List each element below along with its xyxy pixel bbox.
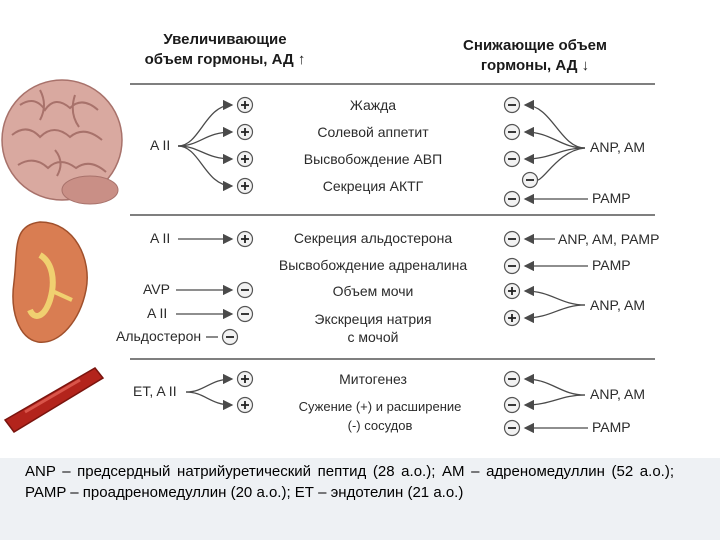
hormone-diagram: Жажда Солевой аппетит Высвобождение АВП … <box>1 79 659 437</box>
plus-icon <box>236 150 254 168</box>
separators <box>130 83 655 360</box>
center-label: (-) сосудов <box>348 418 413 433</box>
header-decrease: Снижающие объем гормоны, АД ↓ <box>425 36 645 76</box>
branch-line <box>523 304 586 324</box>
branch-line <box>523 285 586 306</box>
plus-icon <box>236 370 254 388</box>
branch-line <box>523 147 586 165</box>
right-label: ANP, AM <box>590 297 645 313</box>
right-label: PAMP <box>592 190 631 206</box>
minus-icon <box>503 257 521 275</box>
minus-icon <box>236 305 254 323</box>
left-labels: A II A II AVP A II Альдостерон ET, A II <box>116 137 201 399</box>
right-label: PAMP <box>592 257 631 273</box>
branch-line <box>177 126 234 147</box>
left-label: ET, A II <box>133 383 177 399</box>
branch-line <box>523 126 586 149</box>
minus-icon <box>221 328 239 346</box>
branch-line <box>523 373 586 396</box>
kidney-illustration <box>12 221 88 343</box>
left-label: A II <box>150 230 170 246</box>
center-label: Митогенез <box>339 371 407 387</box>
left-label: AVP <box>143 281 170 297</box>
plus-icon <box>236 177 254 195</box>
header-increase: Увеличивающие объем гормоны, АД ↑ <box>110 30 340 70</box>
right-label: ANP, AM, PAMP <box>558 231 659 247</box>
center-label: Секреция АКТГ <box>323 178 424 194</box>
right-labels: ANP, AM PAMP ANP, AM, PAMP PAMP ANP, AM … <box>558 139 659 435</box>
minus-icon <box>503 190 521 208</box>
left-label: A II <box>147 305 167 321</box>
minus-icon <box>503 370 521 388</box>
plus-icon <box>236 123 254 141</box>
minus-icon <box>503 123 521 141</box>
minus-icon <box>521 171 539 189</box>
branch-line <box>177 99 234 147</box>
center-labels: Жажда Солевой аппетит Высвобождение АВП … <box>279 97 467 433</box>
center-label: Сужение (+) и расширение <box>299 399 462 414</box>
branch-line <box>185 373 234 393</box>
header-decrease-line2: гормоны, АД ↓ <box>480 57 590 74</box>
brain-illustration <box>1 79 123 205</box>
plus-icon <box>503 309 521 327</box>
minus-icon <box>503 96 521 114</box>
branch-line <box>185 391 234 411</box>
center-label: Солевой аппетит <box>317 124 429 140</box>
center-label: Высвобождение адреналина <box>279 257 467 273</box>
left-branch-lines <box>176 99 234 411</box>
plus-icon <box>236 230 254 248</box>
center-label: Высвобождение АВП <box>304 151 442 167</box>
branch-line <box>537 147 586 181</box>
center-label: Объем мочи <box>333 283 414 299</box>
center-label: с мочой <box>348 329 399 345</box>
minus-icon <box>503 230 521 248</box>
vessel-illustration <box>3 367 105 433</box>
plus-icon <box>236 396 254 414</box>
center-label: Жажда <box>350 97 396 113</box>
plus-icon <box>503 282 521 300</box>
center-label: Секреция альдостерона <box>294 230 452 246</box>
branch-line <box>177 145 234 192</box>
branch-line <box>523 394 586 411</box>
footer-legend: ANP – предсердный натрийуретический пепт… <box>0 458 720 540</box>
center-label: Экскреция натрия <box>314 311 431 327</box>
sign-circles <box>221 96 539 437</box>
minus-icon <box>236 281 254 299</box>
right-label: ANP, AM <box>590 139 645 155</box>
minus-icon <box>503 419 521 437</box>
plus-icon <box>236 96 254 114</box>
right-label: ANP, AM <box>590 386 645 402</box>
branch-line <box>523 99 586 149</box>
right-branch-lines <box>523 99 588 434</box>
minus-icon <box>503 396 521 414</box>
header-increase-line1: Увеличивающие <box>163 31 287 48</box>
left-label: Альдостерон <box>116 328 201 344</box>
header-increase-line2: объем гормоны, АД ↑ <box>144 51 306 68</box>
header-decrease-line1: Снижающие объем <box>463 37 607 54</box>
left-label: A II <box>150 137 170 153</box>
right-label: PAMP <box>592 419 631 435</box>
minus-icon <box>503 150 521 168</box>
